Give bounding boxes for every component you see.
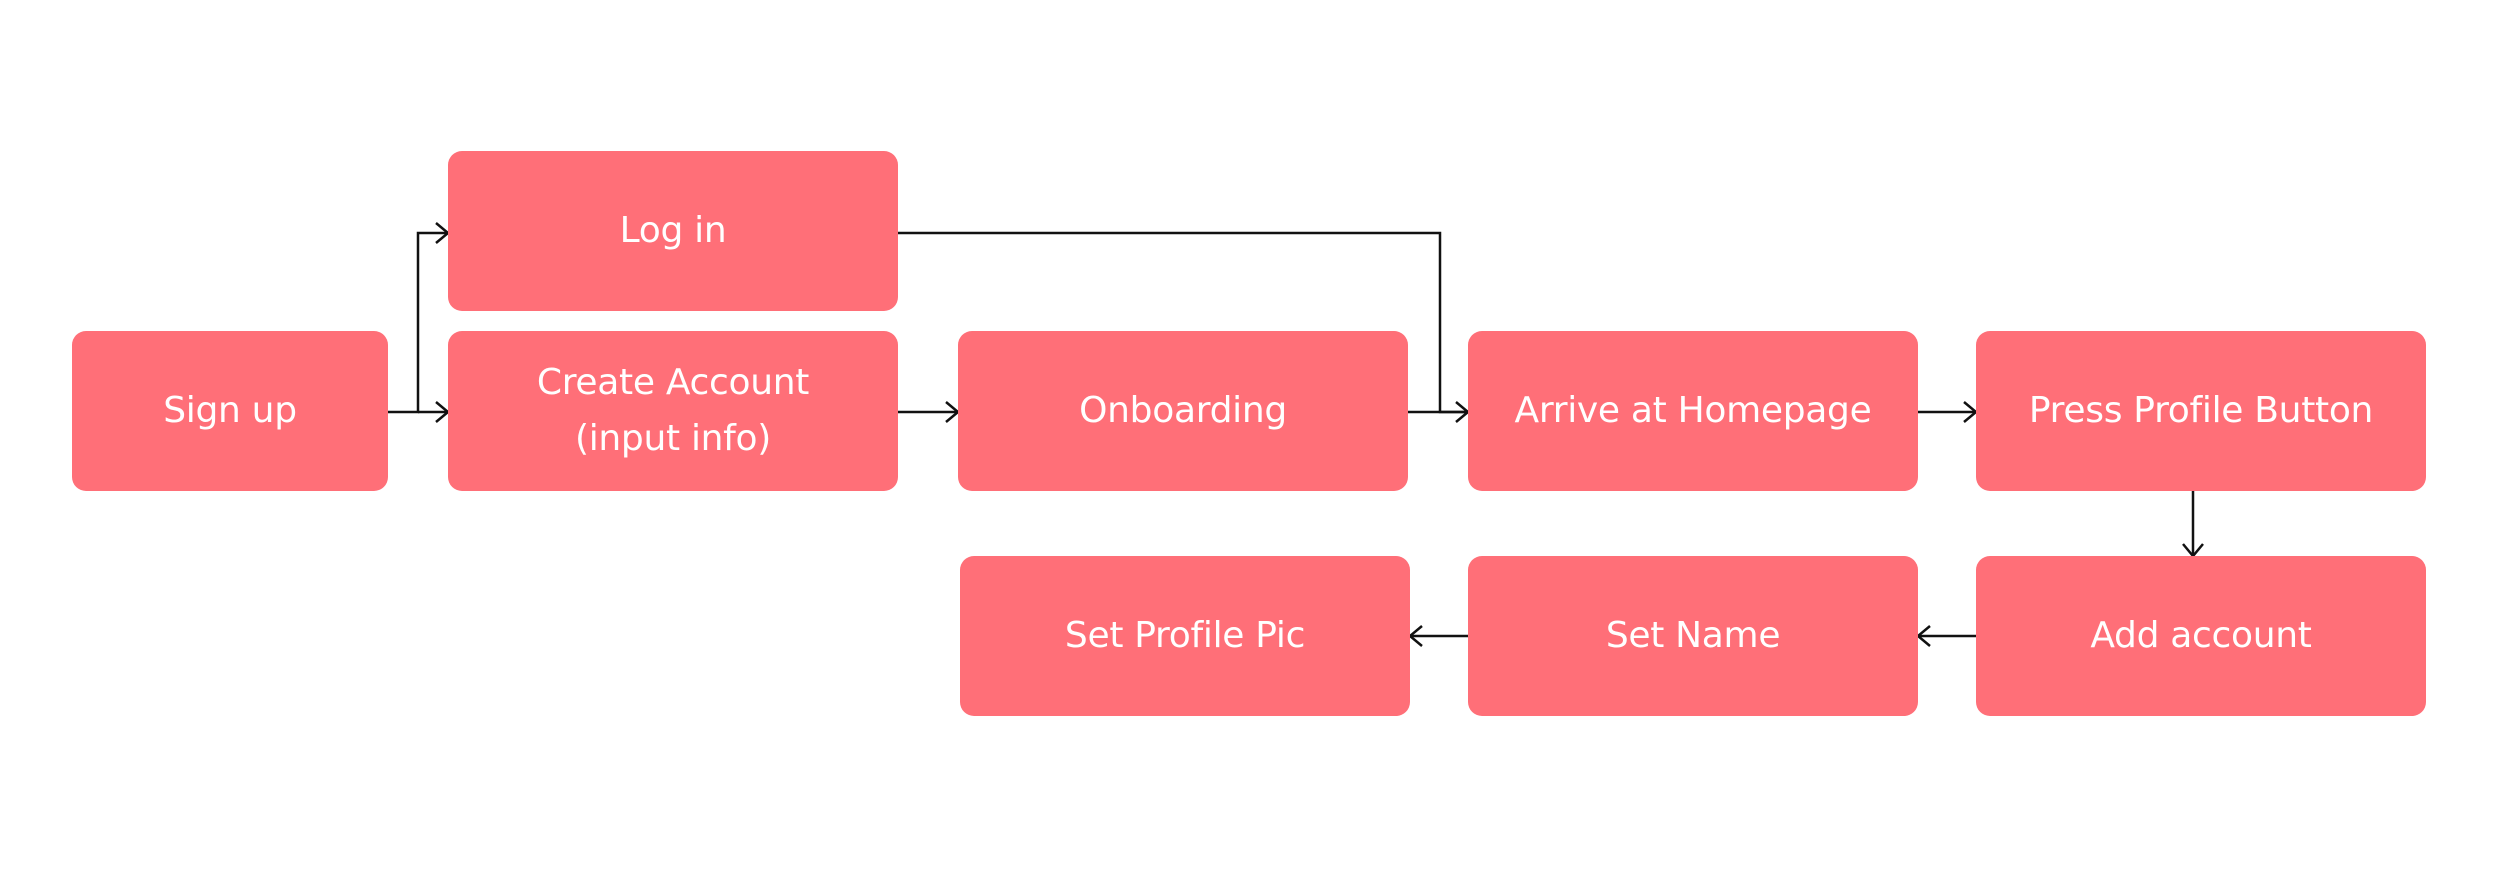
node-create-account-sublabel: (input info) [574,418,772,459]
node-create-account: Create Account (input info) [448,331,898,491]
node-set-name-label: Set Name [1605,615,1781,656]
node-set-name: Set Name [1468,556,1918,716]
node-set-profile-pic: Set Profile Pic [960,556,1410,716]
arrowhead-set-name [1916,625,1931,647]
node-sign-up-label: Sign up [163,390,297,431]
node-create-account-label: Create Account [536,362,810,403]
node-add-account: Add account [1976,556,2426,716]
node-onboarding: Onboarding [958,331,1408,491]
node-arrive-homepage-label: Arrive at Homepage [1514,390,1872,431]
node-onboarding-label: Onboarding [1079,390,1287,431]
node-set-profile-pic-label: Set Profile Pic [1064,615,1306,656]
node-log-in-label: Log in [619,210,727,251]
node-press-profile-button: Press Profile Button [1976,331,2426,491]
node-add-account-label: Add account [2090,615,2312,656]
connector-signup-to-login [388,231,448,414]
node-log-in: Log in [448,151,898,311]
connector-login-to-homepage [898,231,1468,414]
arrowhead-set-profile-pic [1408,625,1423,647]
node-sign-up: Sign up [72,331,388,491]
node-press-profile-button-label: Press Profile Button [2028,390,2374,431]
node-arrive-homepage: Arrive at Homepage [1468,331,1918,491]
